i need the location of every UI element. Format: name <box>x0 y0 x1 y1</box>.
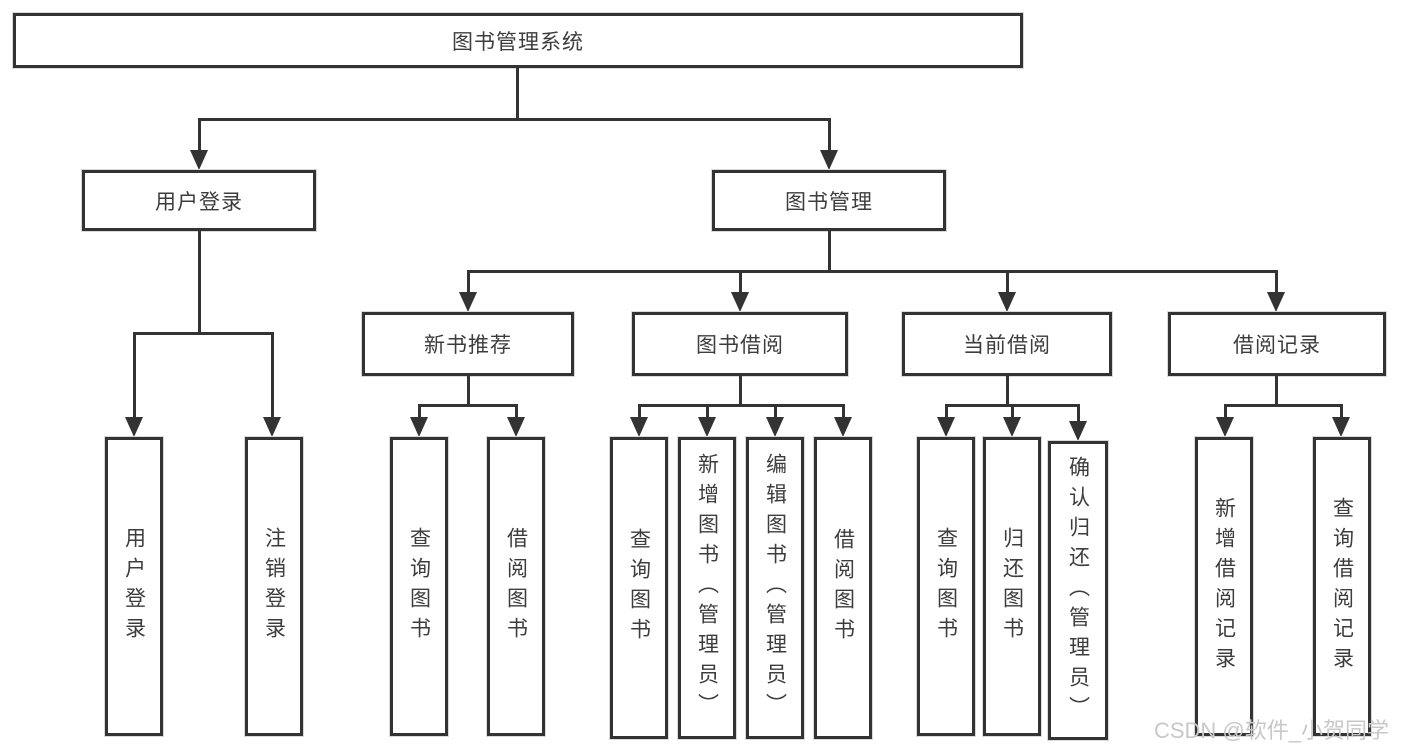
leaf-add-borrow-record: 新增借阅记录 <box>1195 437 1253 736</box>
leaf-query-books: 查询图书 <box>610 437 668 739</box>
connector-drop <box>271 332 274 417</box>
connector-drop <box>739 270 742 293</box>
connector-drop-user-login <box>198 118 201 150</box>
leaf-return-books: 归还图书 <box>983 437 1041 736</box>
connector-rail <box>1224 404 1343 407</box>
arrowhead <box>1003 417 1021 437</box>
arrowhead <box>630 417 648 437</box>
connector-drop <box>774 404 777 418</box>
leaf-label: 新增图书（管理员） <box>695 453 719 723</box>
connector-root-stem <box>516 67 519 120</box>
node-book-mgmt: 图书管理 <box>712 170 946 231</box>
connector-drop <box>706 404 709 418</box>
connector-drop-book-mgmt <box>828 118 831 150</box>
arrowhead <box>1267 292 1285 312</box>
leaf-query-books-current: 查询图书 <box>917 437 975 736</box>
watermark: CSDN @软件_小贺同学 <box>1153 718 1389 743</box>
connector-drop <box>1011 404 1014 418</box>
connector-drop <box>418 404 421 418</box>
arrowhead <box>190 150 208 170</box>
node-current-borrow: 当前借阅 <box>902 312 1112 376</box>
arrowhead <box>507 417 525 437</box>
arrowhead <box>766 417 784 437</box>
connector-rail <box>638 404 845 407</box>
leaf-label: 查询借阅记录 <box>1330 496 1354 677</box>
leaf-label: 确认归还（管理员） <box>1066 455 1090 726</box>
leaf-add-books-admin: 新增图书（管理员） <box>678 437 736 739</box>
leaf-logout: 注销登录 <box>245 437 303 736</box>
connector-drop <box>945 404 948 418</box>
connector-drop <box>467 270 470 293</box>
leaf-confirm-return-admin: 确认归还（管理员） <box>1048 441 1108 740</box>
connector-drop <box>1224 404 1227 418</box>
arrowhead <box>1332 417 1350 437</box>
connector-stem <box>467 376 470 407</box>
leaf-label: 借阅图书 <box>504 526 528 647</box>
connector-drop <box>1006 270 1009 293</box>
connector-level3-rail <box>467 270 1278 273</box>
arrowhead <box>1069 421 1087 441</box>
arrowhead <box>125 417 143 437</box>
leaf-label: 用户登录 <box>122 526 146 647</box>
connector-rail <box>418 404 518 407</box>
leaf-label: 查询图书 <box>407 526 431 647</box>
connector-drop <box>638 404 641 418</box>
leaf-label: 注销登录 <box>262 526 286 647</box>
connector-drop <box>1340 404 1343 418</box>
leaf-edit-books-admin: 编辑图书（管理员） <box>746 437 804 739</box>
arrowhead <box>731 292 749 312</box>
leaf-borrow-books-rec: 借阅图书 <box>487 437 545 736</box>
connector-user-login-stem <box>198 231 201 334</box>
arrowhead <box>698 417 716 437</box>
node-root: 图书管理系统 <box>13 13 1023 68</box>
connector-user-login-rail <box>133 332 274 335</box>
node-user-login: 用户登录 <box>82 170 316 231</box>
leaf-label: 查询图书 <box>627 528 651 648</box>
node-borrow-records: 借阅记录 <box>1168 312 1386 376</box>
leaf-label: 借阅图书 <box>831 528 855 648</box>
leaf-label: 归还图书 <box>1000 526 1024 647</box>
connector-drop <box>133 332 136 417</box>
connector-book-mgmt-stem <box>828 231 831 272</box>
connector-drop <box>1077 404 1080 422</box>
connector-level2-rail <box>198 118 831 121</box>
leaf-query-books-rec: 查询图书 <box>390 437 448 736</box>
arrowhead <box>410 417 428 437</box>
leaf-label: 新增借阅记录 <box>1212 496 1236 677</box>
leaf-label: 编辑图书（管理员） <box>763 453 787 723</box>
connector-stem <box>739 376 742 407</box>
arrowhead <box>459 292 477 312</box>
leaf-query-borrow-record: 查询借阅记录 <box>1313 437 1371 736</box>
arrowhead <box>820 150 838 170</box>
arrowhead <box>263 417 281 437</box>
node-new-book-rec: 新书推荐 <box>362 312 574 376</box>
arrowhead <box>937 417 955 437</box>
connector-stem <box>1275 376 1278 407</box>
arrowhead <box>1216 417 1234 437</box>
leaf-user-login: 用户登录 <box>105 437 163 736</box>
arrowhead <box>998 292 1016 312</box>
connector-drop <box>1275 270 1278 293</box>
leaf-label: 查询图书 <box>934 526 958 647</box>
connector-stem <box>1006 376 1009 407</box>
node-book-borrow: 图书借阅 <box>632 312 848 376</box>
leaf-borrow-books: 借阅图书 <box>814 437 872 739</box>
connector-drop <box>515 404 518 418</box>
connector-drop <box>842 404 845 418</box>
arrowhead <box>834 417 852 437</box>
